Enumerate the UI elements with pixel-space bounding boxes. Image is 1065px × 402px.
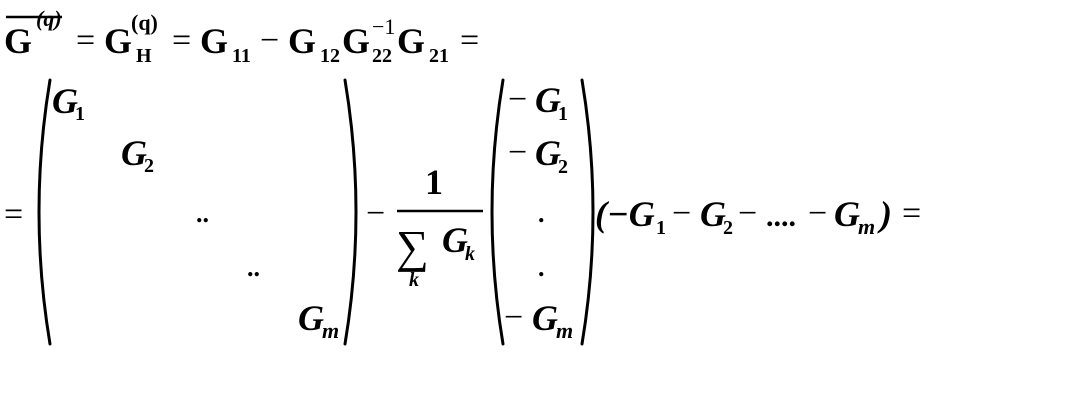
sum-symbol: ∑ [396,221,429,272]
g-bar: G [4,21,32,61]
entry-gk: G [442,220,468,260]
equals-sign: = [4,196,23,233]
superscript-q: (q) [36,6,62,31]
minus-sign: − [504,299,523,336]
minus-sign: − [508,134,527,171]
minus-sign: − [808,195,827,232]
superscript-q-bold: (q) [131,10,158,35]
row-dots: .... [766,200,796,233]
g-22: G [342,21,370,61]
subscript-1: 1 [75,103,85,125]
equals-sign: = [172,22,191,59]
entry-gm: G [298,298,324,338]
subscript-2: 2 [558,156,568,178]
entry-g2: G [121,133,147,173]
entry-g2: G [700,194,726,234]
minus-sign: − [672,195,691,232]
subscript-12: 12 [320,45,340,67]
left-paren [37,78,52,346]
entry-g1: G [52,81,78,121]
subscript-k: k [465,243,475,265]
formula-line-1: G (q) = G (q) H = G 11 − G 12 G −1 22 G … [4,6,479,67]
g-21: G [397,21,425,61]
minus-sign: − [738,195,757,232]
subscript-2: 2 [144,155,154,177]
diagonal-matrix: G 1 G 2 .. .. G m [37,78,358,346]
row-vector: (−G 1 − G 2 − .... − G m ) = [595,194,921,239]
minus-sign: − [508,81,527,118]
subscript-m: m [322,318,339,343]
fraction: 1 ∑ k G k [396,162,483,291]
entry-g2: G [535,133,561,173]
minus-sign: − [260,22,279,59]
equals-sign: = [902,195,921,232]
subscript-m: m [556,318,573,343]
diagonal-dots: .. [196,199,209,228]
equals-sign: = [76,22,95,59]
row-close: ) [877,194,892,234]
g-11: G [200,21,228,61]
left-paren [490,78,505,346]
entry-g1: G [535,80,561,120]
right-paren [343,78,358,346]
g-h: G [104,21,132,61]
entry-gm: G [532,298,558,338]
vertical-dot: . [538,253,545,282]
vertical-dot: . [538,199,545,228]
subscript-1: 1 [558,103,568,125]
subscript-h: H [136,45,152,67]
fraction-numerator: 1 [425,162,443,202]
minus-sign: − [366,195,385,232]
subscript-m: m [858,214,875,239]
subscript-21: 21 [429,45,449,67]
subscript-1: 1 [656,217,666,239]
formula-line-2: = G 1 G 2 .. .. G m − 1 ∑ k G k [4,78,921,346]
equals-sign: = [460,22,479,59]
subscript-22: 22 [372,45,392,67]
subscript-11: 11 [232,45,251,67]
right-paren [580,78,595,346]
diagonal-dots: .. [247,253,260,282]
column-vector: − G 1 − G 2 . . − G m [490,78,595,346]
sum-index-k: k [409,269,419,291]
entry-gm: G [834,194,860,234]
row-open: (−G [595,194,655,234]
subscript-2: 2 [723,217,733,239]
superscript-inverse: −1 [372,14,395,39]
g-12: G [288,21,316,61]
